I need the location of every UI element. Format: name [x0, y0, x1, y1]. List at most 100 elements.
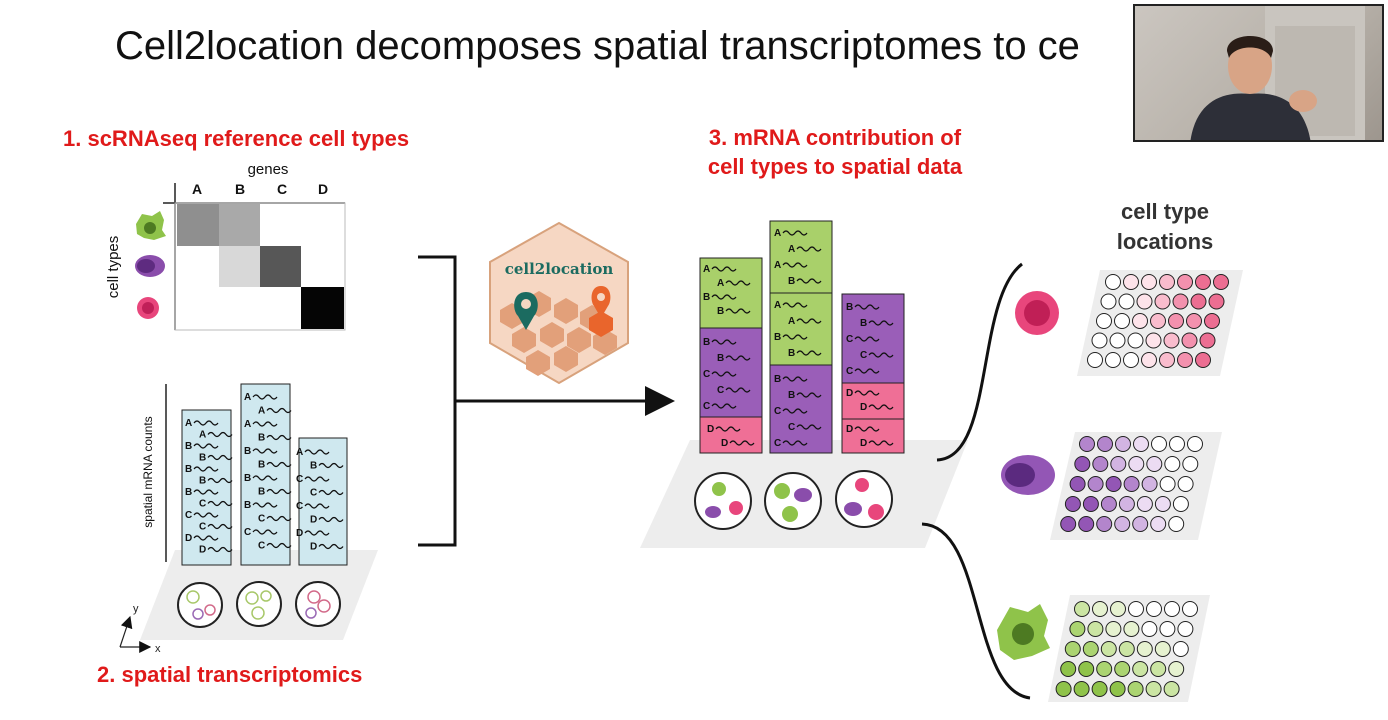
pink-spot-2-0 — [1096, 313, 1112, 329]
green-spot-1-6 — [1177, 621, 1194, 637]
contrib-bar1-purple-transcript-label-2: C — [703, 369, 710, 380]
count-bar-3-transcript-label-0: A — [296, 447, 303, 458]
slide-title: Cell2location decomposes spatial transcr… — [115, 24, 1080, 68]
count-bar-1-transcript-squiggle-8 — [193, 512, 219, 518]
pink-cell-icon — [137, 297, 159, 319]
purple-spot-3-2 — [1100, 496, 1117, 512]
green-spot-3-4 — [1132, 661, 1149, 677]
gene-col-c: C — [277, 181, 287, 197]
contrib-bar1-purple-transcript-label-0: B — [703, 337, 710, 348]
count-bar-2-transcript-label-1: A — [258, 406, 265, 417]
contrib-bar2-green-bottom-transcript-squiggle-1 — [796, 318, 822, 324]
count-bar-3-transcript-squiggle-3 — [318, 489, 344, 496]
pink-spot-0-6 — [1213, 274, 1229, 290]
pink-spot-3-0 — [1091, 332, 1108, 349]
pink-spot-0-0 — [1105, 274, 1121, 290]
contrib-bar1-purple-transcript-label-4: C — [703, 401, 710, 412]
contrib-bar1-purple-transcript-squiggle-4 — [711, 403, 737, 409]
locations-label-line1: cell type — [1120, 199, 1210, 224]
count-bar-1-transcript-label-6: B — [185, 487, 192, 498]
axis-y-label: y — [133, 603, 139, 615]
contrib-bar2-purple-transcript-squiggle-3 — [796, 424, 822, 430]
count-bar-1-transcript-squiggle-7 — [207, 500, 233, 507]
pink-spot-4-4 — [1159, 352, 1175, 368]
contrib-bar2-green-bottom-transcript-squiggle-0 — [782, 302, 808, 308]
contrib-bar2-green-bottom-transcript-label-1: A — [788, 316, 795, 327]
contrib-bar3-purple-transcript-squiggle-2 — [854, 336, 880, 342]
contrib-bar3-pink2-transcript-label-1: D — [860, 438, 867, 449]
count-bar-2 — [240, 383, 291, 566]
green-spot-0-6 — [1182, 601, 1198, 617]
pink-spot-4-2 — [1123, 352, 1139, 368]
green-spot-0-2 — [1110, 601, 1126, 617]
contrib-bar2-green-top-transcript-squiggle-2 — [782, 262, 808, 268]
green-spot-2-5 — [1154, 641, 1171, 657]
purple-spot-0-1 — [1097, 436, 1113, 452]
contrib-bar3-pink2-transcript-squiggle-1 — [868, 440, 894, 446]
pink-spot-3-3 — [1145, 332, 1162, 349]
green-spot-0-5 — [1164, 601, 1180, 617]
purple-celltype-icon — [1001, 455, 1055, 495]
contrib-bar2-green-top-transcript-squiggle-3 — [796, 278, 822, 284]
green-spot-1-0 — [1069, 621, 1086, 637]
green-spot-3-5 — [1150, 661, 1167, 677]
count-bar-2-transcript-squiggle-10 — [252, 529, 278, 535]
contrib-bar1-purple-transcript-squiggle-0 — [711, 339, 737, 345]
count-bar-1-transcript-squiggle-2 — [193, 443, 219, 449]
pink-location-grid — [1087, 274, 1229, 368]
cell2location-logo: cell2location — [489, 221, 629, 385]
contrib-bar3-purple-transcript-label-3: C — [860, 350, 867, 361]
green-spot-4-1 — [1073, 681, 1090, 697]
pink-spot-2-2 — [1132, 313, 1148, 329]
count-bar-2-transcript-squiggle-1 — [266, 407, 292, 414]
contrib-bar3-pink1-transcript-label-0: D — [846, 388, 853, 399]
pink-spot-2-4 — [1168, 313, 1184, 329]
green-spot-0-4 — [1146, 601, 1162, 617]
contrib-bar3-pink1-transcript-squiggle-0 — [854, 390, 880, 396]
purple-spot-2-2 — [1105, 476, 1122, 492]
count-bar-1-transcript-squiggle-9 — [207, 523, 233, 530]
contrib-bar1-green-transcript-squiggle-1 — [725, 280, 751, 286]
count-bar-2-transcript-label-11: C — [258, 541, 265, 552]
purple-spot-3-3 — [1118, 496, 1135, 512]
pink-spot-1-1 — [1118, 293, 1135, 310]
pink-spot-4-1 — [1105, 352, 1121, 368]
contrib-bar1-green-transcript-squiggle-3 — [725, 308, 751, 314]
contrib-bar2-purple-transcript-label-4: C — [774, 438, 781, 449]
purple-spot-0-5 — [1169, 436, 1185, 452]
contrib-bar1-purple-transcript-label-3: C — [717, 385, 724, 396]
contrib-bar1-green-transcript-label-2: B — [703, 292, 710, 303]
step3-label-line2: cell types to spatial data — [707, 154, 963, 179]
count-bar-1-transcript-squiggle-5 — [207, 477, 233, 484]
contrib-bar2-purple-transcript-label-1: B — [788, 390, 795, 401]
contrib-bar2-green-bottom-transcript-label-0: A — [774, 300, 781, 311]
purple-spot-2-6 — [1177, 476, 1194, 492]
pink-spot-1-4 — [1172, 293, 1189, 310]
count-bar-3-transcript-squiggle-1 — [318, 462, 344, 469]
contrib-bar2-purple-transcript-squiggle-2 — [782, 408, 808, 414]
count-bar-1-transcript-label-5: B — [199, 476, 206, 487]
count-bar-3-transcript-label-2: C — [296, 474, 303, 485]
pink-celltype-icon — [1015, 291, 1059, 335]
purple-spot-3-0 — [1064, 496, 1081, 512]
green-spot-2-4 — [1136, 641, 1153, 657]
contrib-bar3-pink1-transcript-label-1: D — [860, 402, 867, 413]
contrib-spot-1 — [694, 472, 752, 530]
count-bar-1-transcript-label-2: B — [185, 441, 192, 452]
contrib-bar2-green-bottom-transcript-squiggle-3 — [796, 350, 822, 356]
pink-spot-4-5 — [1177, 352, 1193, 368]
pink-spot-2-3 — [1150, 313, 1166, 329]
green-spot-3-0 — [1060, 661, 1077, 677]
contrib-bar3-pink1 — [841, 382, 905, 420]
count-bar-2-transcript-label-0: A — [244, 392, 251, 403]
purple-spot-1-4 — [1146, 456, 1163, 472]
purple-spot-4-3 — [1114, 516, 1131, 532]
contrib-bar1-purple-transcript-squiggle-3 — [725, 387, 751, 393]
step2-label: 2. spatial transcriptomics — [97, 662, 363, 687]
pink-spot-1-5 — [1190, 293, 1207, 310]
pink-spot-0-4 — [1177, 274, 1193, 290]
count-bar-2-transcript-squiggle-9 — [266, 515, 292, 522]
